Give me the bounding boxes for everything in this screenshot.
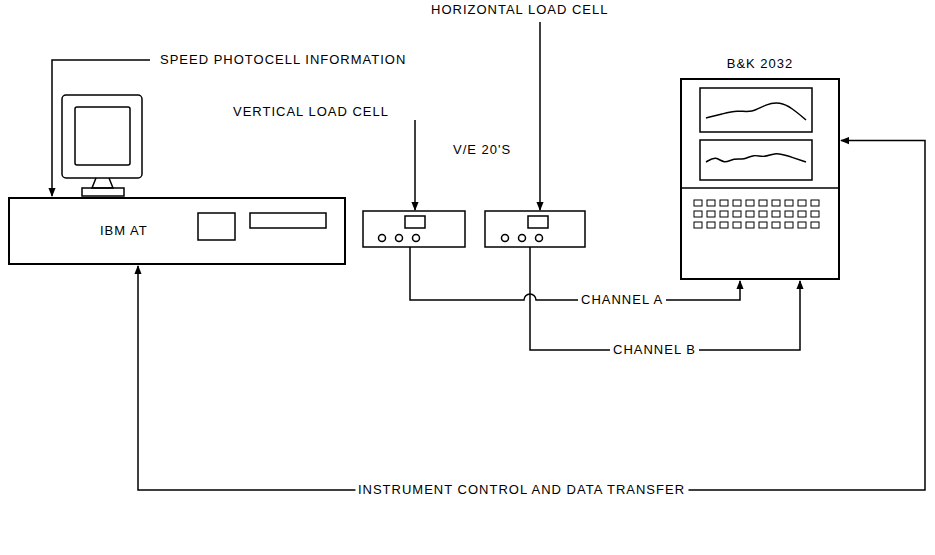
key — [785, 200, 793, 206]
key — [798, 211, 806, 217]
amplifier-box — [363, 211, 465, 247]
signal-label: SPEED PHOTOCELL INFORMATION — [157, 52, 409, 68]
drive-bay — [198, 213, 235, 240]
amplifier-display — [405, 216, 425, 228]
key — [811, 222, 819, 228]
computer-drawing — [10, 199, 348, 267]
monitor-base — [82, 188, 124, 196]
amplifier-knob — [519, 235, 526, 242]
waveform — [706, 103, 806, 120]
key — [733, 200, 741, 206]
line-label: INSTRUMENT CONTROL AND DATA TRANSFER — [355, 482, 688, 498]
analyzer-box: B&K 2032 — [680, 78, 840, 280]
key — [720, 200, 728, 206]
monitor-stand — [92, 178, 113, 188]
device-label: V/E 20'S — [450, 142, 514, 158]
monitor — [62, 95, 142, 178]
signal-wire — [52, 60, 150, 196]
key — [798, 222, 806, 228]
key — [746, 211, 754, 217]
amplifier-knob — [413, 235, 420, 242]
display-screen — [700, 140, 812, 180]
drive-bay — [250, 213, 326, 228]
key — [720, 211, 728, 217]
signal-label: HORIZONTAL LOAD CELL — [428, 2, 611, 18]
amplifier-knob — [502, 235, 509, 242]
amplifier-knob — [396, 235, 403, 242]
key — [733, 222, 741, 228]
key — [733, 211, 741, 217]
key — [759, 222, 767, 228]
key — [707, 211, 715, 217]
analyzer-drawing — [682, 80, 842, 282]
amplifier-display — [528, 216, 548, 228]
monitor-screen — [75, 107, 130, 165]
signal-wire — [414, 120, 416, 210]
device-name: IBM AT — [100, 223, 148, 239]
amplifier-box — [485, 211, 585, 247]
key — [798, 200, 806, 206]
key — [759, 200, 767, 206]
amplifier-knob — [536, 235, 543, 242]
key — [785, 222, 793, 228]
amplifier-knob — [379, 235, 386, 242]
key — [694, 211, 702, 217]
key — [720, 222, 728, 228]
key — [694, 222, 702, 228]
key — [759, 211, 767, 217]
key — [785, 211, 793, 217]
key — [811, 211, 819, 217]
signal-wire — [539, 22, 541, 210]
key — [811, 200, 819, 206]
waveform — [706, 154, 806, 162]
key — [772, 211, 780, 217]
key — [746, 222, 754, 228]
key — [707, 200, 715, 206]
display-screen — [700, 88, 812, 132]
device-heading: B&K 2032 — [727, 56, 794, 72]
key — [694, 200, 702, 206]
key — [772, 222, 780, 228]
panel-divider — [682, 187, 838, 189]
signal-label: VERTICAL LOAD CELL — [230, 104, 392, 120]
key — [707, 222, 715, 228]
key — [772, 200, 780, 206]
key — [746, 200, 754, 206]
channel-label: CHANNEL A — [578, 292, 666, 308]
computer-box: IBM AT — [8, 197, 346, 265]
channel-label: CHANNEL B — [610, 342, 699, 358]
